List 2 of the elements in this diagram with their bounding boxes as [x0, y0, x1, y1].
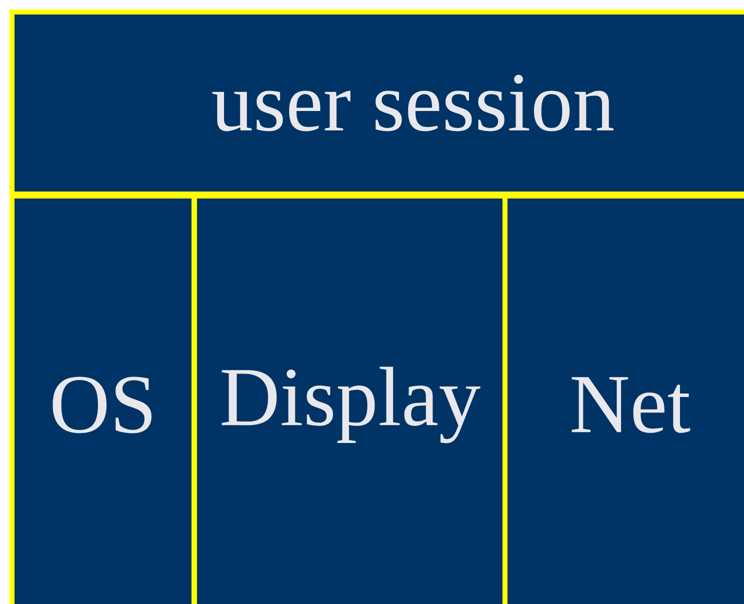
- section-box: user session: [10, 10, 744, 196]
- section-box: Net: [502, 194, 744, 604]
